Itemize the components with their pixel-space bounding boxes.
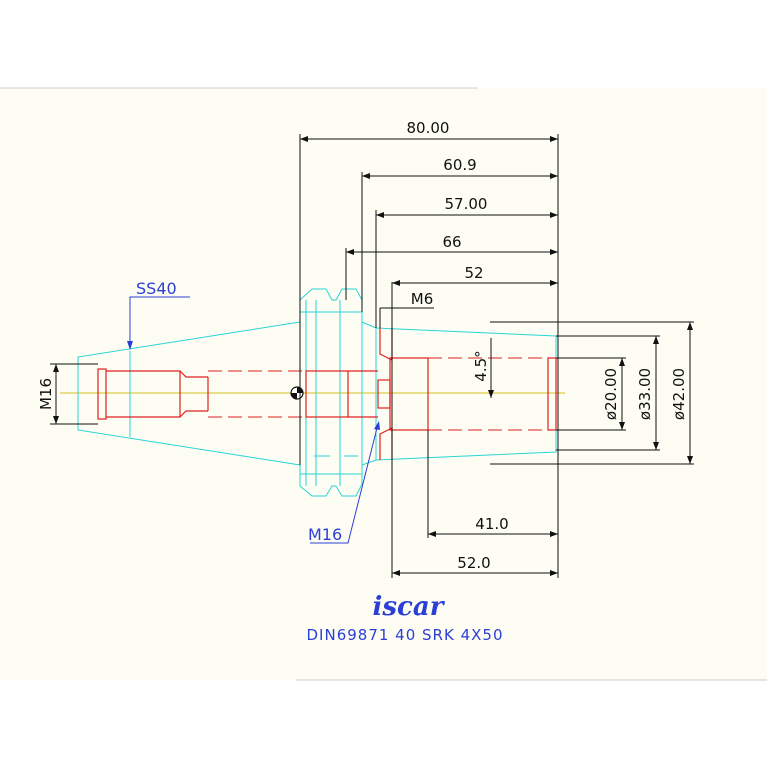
label-ss40: SS40	[136, 279, 177, 298]
dimension-lines	[50, 134, 694, 578]
dim-60-9: 60.9	[443, 156, 476, 174]
dim-m6: M6	[411, 290, 434, 308]
drawing-title: DIN69871 40 SRK 4X50	[307, 626, 504, 644]
dim-57: 57.00	[445, 195, 488, 213]
dim-dia-42: ø42.00	[670, 368, 688, 420]
dim-dia-33: ø33.00	[636, 368, 654, 420]
iscar-logo: iscar	[373, 592, 446, 622]
dim-41: 41.0	[475, 515, 508, 533]
dim-dia-20: ø20.00	[602, 368, 620, 420]
dim-52-bottom: 52.0	[457, 554, 490, 572]
label-m16-bottom: M16	[308, 525, 342, 544]
bore-features	[97, 328, 557, 460]
dim-angle: 4.5°	[472, 350, 490, 381]
dim-80: 80.00	[407, 119, 450, 137]
dim-66: 66	[442, 233, 461, 251]
label-leaders	[127, 296, 380, 544]
label-m16-left: M16	[37, 378, 55, 410]
drawing-panel	[0, 88, 767, 680]
dim-52-top: 52	[464, 264, 483, 282]
